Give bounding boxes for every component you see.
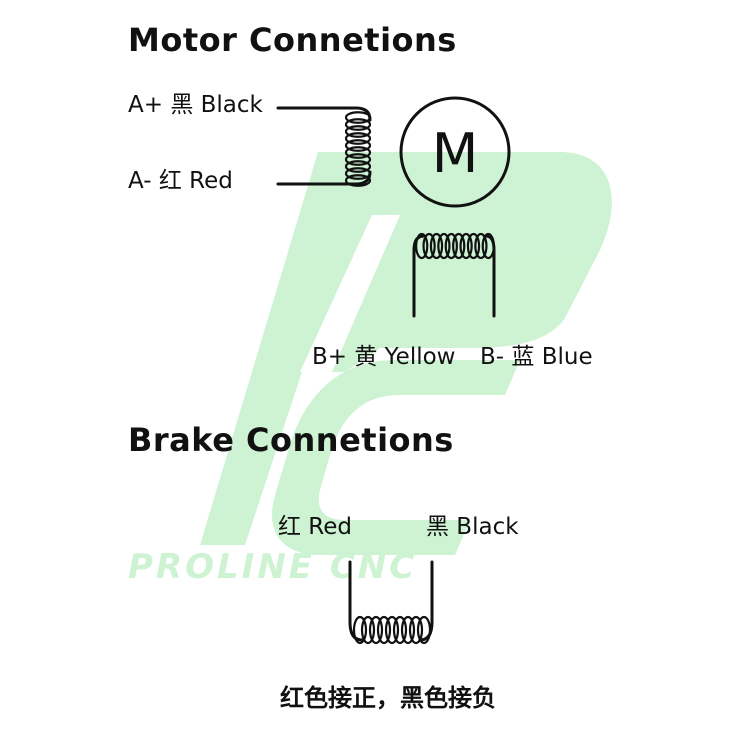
coil-turn xyxy=(352,615,368,645)
watermark-logo: PROLINE CNC xyxy=(128,152,612,587)
brake-black-label: 黑 Black xyxy=(426,514,519,540)
coil-turn xyxy=(466,232,481,260)
brake-title: Brake Connetions xyxy=(128,421,454,459)
watermark-text: PROLINE CNC xyxy=(128,547,417,587)
a-minus-label: A- 红 Red xyxy=(128,168,233,194)
b-plus-label: B+ 黄 Yellow xyxy=(312,344,456,370)
coil-turn xyxy=(429,232,444,260)
coil-turn xyxy=(437,232,451,260)
coil-turn xyxy=(344,125,372,138)
motor-symbol: M xyxy=(432,122,479,185)
watermark-c-shape xyxy=(272,360,520,555)
motor-circle-icon: M xyxy=(399,96,511,208)
motor-title: Motor Connetions xyxy=(128,21,457,59)
brake-polarity-caption: 红色接正，黑色接负 xyxy=(280,684,496,712)
coil-icon xyxy=(344,111,372,187)
coil-turn xyxy=(344,167,372,180)
coil-turn xyxy=(344,160,372,173)
coil-turn xyxy=(408,615,424,645)
coil-turn xyxy=(344,174,372,187)
coil-turn xyxy=(416,615,432,645)
coil-turn xyxy=(344,146,372,159)
coil-turn xyxy=(452,232,466,260)
coil-turn xyxy=(368,615,384,645)
coil-turn xyxy=(444,232,458,260)
coil-icon xyxy=(415,232,495,260)
watermark-p-shape xyxy=(200,152,612,545)
coil-turn xyxy=(384,615,400,645)
coil-turn xyxy=(415,232,429,260)
coil-turn xyxy=(344,132,372,145)
motor-b-leads xyxy=(412,234,496,318)
coil-turn xyxy=(360,615,376,645)
coil-turn xyxy=(344,139,372,152)
b-minus-wire xyxy=(484,234,496,318)
b-minus-label: B- 蓝 Blue xyxy=(480,344,593,370)
coil-icon xyxy=(352,615,432,645)
coil-turn xyxy=(392,615,408,645)
coil-turn xyxy=(344,118,372,131)
coil-turn xyxy=(400,615,416,645)
a-plus-label: A+ 黑 Black xyxy=(128,92,263,118)
coil-turn xyxy=(422,232,436,260)
coil-turn xyxy=(376,615,392,645)
brake-red-label: 红 Red xyxy=(278,514,353,540)
coil-turn xyxy=(344,111,372,124)
coil-turn xyxy=(459,232,473,260)
b-plus-wire xyxy=(412,234,426,318)
coil-turn xyxy=(344,153,372,166)
coil-turn xyxy=(474,232,488,260)
brake-red-wire xyxy=(348,560,364,642)
